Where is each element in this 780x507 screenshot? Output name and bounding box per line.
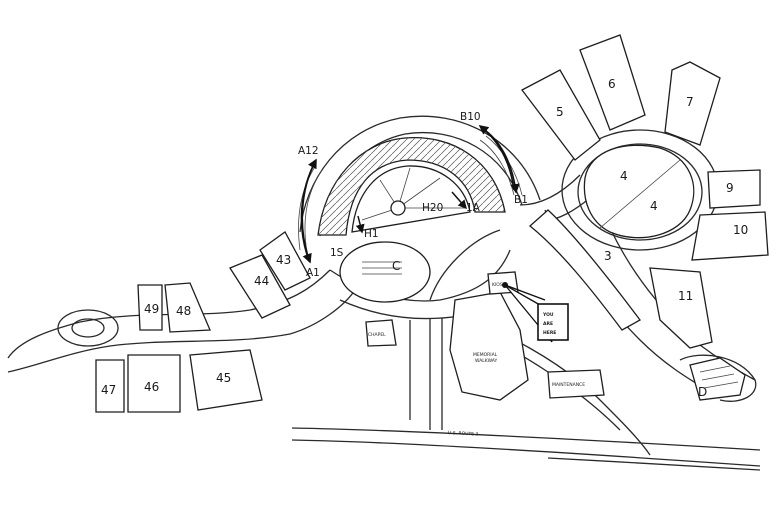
- label-row-h20: H20: [422, 202, 443, 214]
- row-arrows: [300, 125, 520, 264]
- label-maintenance: MAINTENANCE: [552, 382, 585, 388]
- label-walkway: WALKWAY: [475, 358, 498, 364]
- you-are-here-marker: [502, 282, 569, 343]
- label-row-h1: H1: [364, 228, 379, 240]
- label-here: HERE: [543, 330, 556, 336]
- label-building-11: 11: [678, 289, 693, 303]
- label-building-3: 3: [604, 249, 612, 263]
- building-c: [339, 241, 431, 303]
- building-3: [528, 209, 641, 331]
- building-44: [229, 254, 291, 319]
- building-47: [95, 359, 125, 413]
- label-building-43: 43: [276, 253, 291, 267]
- label-building-46: 46: [144, 380, 159, 394]
- label-route: U.S. ROUTE 3: [448, 430, 479, 438]
- label-building-45: 45: [216, 371, 231, 385]
- row-labels: A12 B10 B1 H1 H20 1A 1S A1: [298, 111, 528, 279]
- label-building-d: D: [698, 385, 707, 399]
- building-6: [579, 34, 646, 131]
- building-10: [691, 211, 769, 261]
- building-45: [189, 349, 263, 411]
- building-d: [689, 357, 746, 401]
- label-are: ARE: [543, 321, 553, 327]
- label-building-47: 47: [101, 383, 116, 397]
- label-building-9: 9: [726, 181, 734, 195]
- buildings: [95, 34, 769, 413]
- label-building-4b: 4: [650, 199, 658, 213]
- label-building-49: 49: [144, 302, 159, 316]
- building-43: [259, 231, 311, 291]
- building-7: [664, 61, 721, 146]
- label-building-10: 10: [733, 223, 748, 237]
- label-row-a1: A1: [306, 267, 320, 279]
- building-11: [649, 267, 713, 349]
- small-labels: CHAPEL MEMORIAL WALKWAY MAINTENANCE KIOS…: [368, 282, 585, 438]
- arena: [298, 135, 523, 253]
- label-row-b1: B1: [514, 194, 528, 206]
- label-chapel: CHAPEL: [368, 332, 386, 338]
- building-9: [707, 169, 761, 209]
- building-48: [164, 282, 211, 333]
- label-building-c: C: [392, 259, 400, 273]
- building-labels: 3 4 4 5 6 7 9 10 11 43 44 45 46 47 48 49…: [101, 77, 748, 399]
- label-building-6: 6: [608, 77, 616, 91]
- maintenance-building: [547, 369, 605, 399]
- memorial-walkway-area: [449, 291, 529, 401]
- building-49: [137, 284, 163, 331]
- label-building-44: 44: [254, 274, 269, 288]
- label-row-1s: 1S: [330, 247, 344, 259]
- label-building-7: 7: [686, 95, 694, 109]
- building-5: [521, 69, 601, 161]
- label-kiosk: KIOSK: [492, 282, 507, 288]
- label-you: YOU: [542, 312, 554, 318]
- building-4: [583, 144, 695, 239]
- label-row-a12: A12: [298, 145, 319, 157]
- label-building-5: 5: [556, 105, 564, 119]
- label-building-48: 48: [176, 304, 191, 318]
- label-memorial: MEMORIAL: [473, 352, 498, 358]
- building-46: [127, 354, 181, 413]
- label-row-b10: B10: [460, 111, 481, 123]
- chapel-building: [365, 319, 397, 347]
- label-building-4a: 4: [620, 169, 628, 183]
- label-row-1a: 1A: [466, 202, 481, 214]
